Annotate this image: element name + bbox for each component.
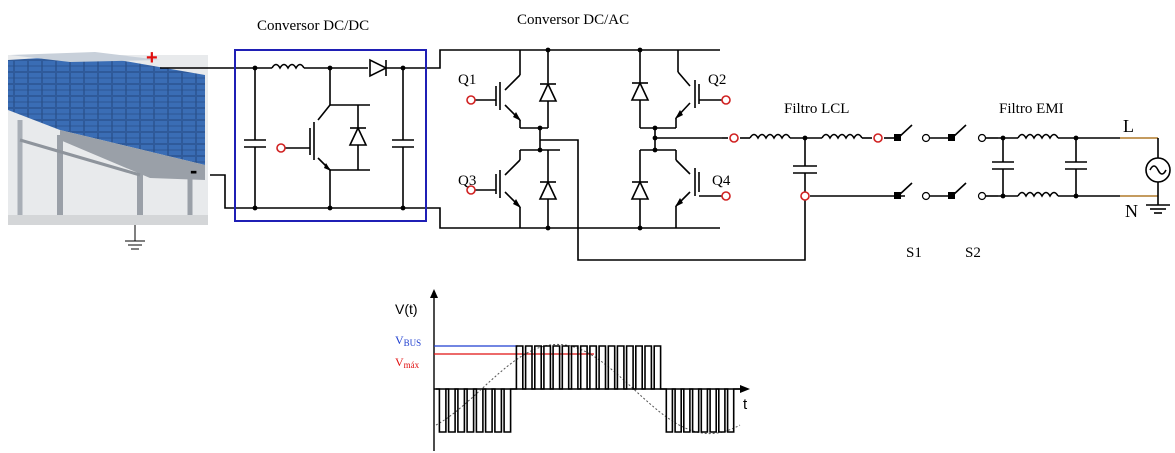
x-axis-arrow <box>740 385 750 393</box>
vmax-label: Vmáx <box>395 355 420 370</box>
lcl-title: Filtro LCL <box>784 101 849 117</box>
dcac-title: Conversor DC/AC <box>517 12 629 28</box>
h-bridge <box>475 49 806 261</box>
gate-terminals <box>466 95 731 201</box>
dcdc-title: Conversor DC/DC <box>257 18 369 34</box>
emi-junctions <box>1000 135 1079 199</box>
boost-gate-terminal <box>276 143 286 153</box>
s2-label: S2 <box>965 245 981 261</box>
y-axis-label: V(t) <box>395 301 418 317</box>
pwm-waveform <box>436 345 740 433</box>
minus-terminal-label: - <box>190 158 197 183</box>
neutral-n-label: N <box>1125 201 1138 221</box>
switch-open-contacts <box>921 133 987 201</box>
ac-source-icon <box>1145 138 1171 214</box>
ground-icon <box>125 225 145 250</box>
plus-terminal-label: + <box>146 47 158 69</box>
dcdc-junctions <box>252 65 406 211</box>
q1-label: Q1 <box>458 72 476 88</box>
vbus-label: VBUS <box>395 333 421 348</box>
s1-label: S1 <box>906 245 922 261</box>
q-boost-emitter-arrow <box>324 163 331 171</box>
line-l-label: L <box>1123 116 1134 136</box>
dcdc-box <box>234 49 427 222</box>
dcdc-converter <box>160 49 720 229</box>
switch-contacts <box>894 134 955 199</box>
emi-title: Filtro EMI <box>999 101 1064 117</box>
x-axis-label: t <box>743 396 748 413</box>
solar-panel-photo <box>8 52 208 225</box>
q4-label: Q4 <box>712 173 731 189</box>
q3-label: Q3 <box>458 173 476 189</box>
hbridge-junctions <box>537 47 658 231</box>
lcl-terminals <box>729 133 883 201</box>
q2-label: Q2 <box>708 72 726 88</box>
y-axis-arrow <box>430 289 438 298</box>
waveform-plot: V(t) t VBUS Vmáx <box>395 289 750 451</box>
lcl-filter <box>722 133 905 197</box>
igbt-emitter-arrows <box>513 110 683 208</box>
lcl-junction <box>802 135 808 141</box>
emi-filter <box>992 133 1120 198</box>
